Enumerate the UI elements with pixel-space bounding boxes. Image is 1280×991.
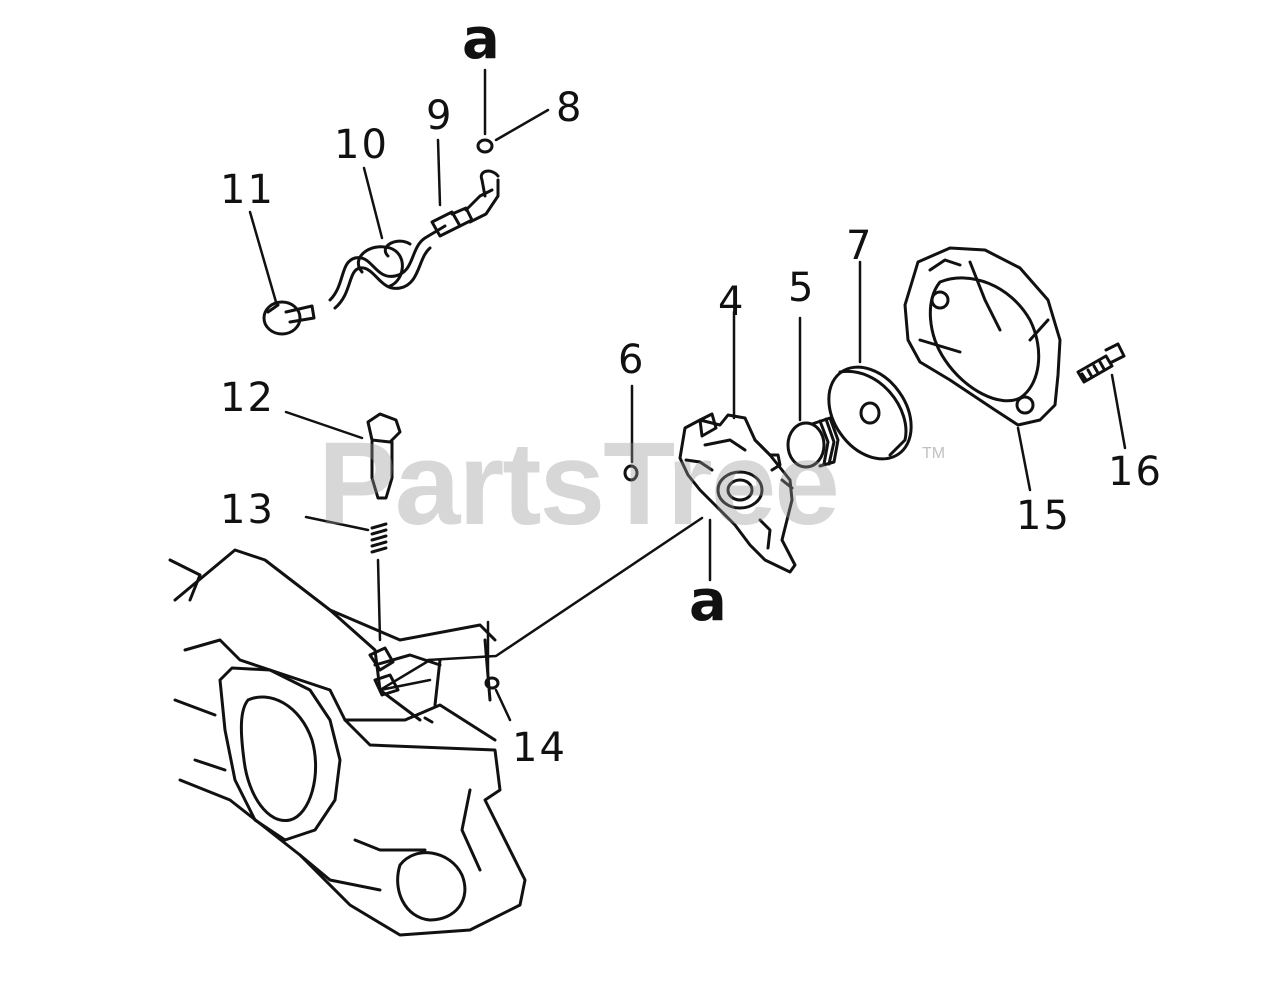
marker-a-top: a (462, 7, 500, 72)
part-10-coiled-hose (328, 224, 447, 310)
callout-14: 14 (512, 725, 567, 771)
marker-a-bottom: a (689, 569, 727, 634)
callout-9: 9 (426, 93, 454, 139)
trademark-mark: TM (922, 445, 946, 462)
callout-13: 13 (220, 487, 275, 533)
callout-5: 5 (788, 265, 816, 311)
part-9-fitting (430, 169, 500, 238)
part-13-spring (370, 522, 388, 554)
callout-4: 4 (718, 279, 746, 325)
callout-8: 8 (556, 85, 584, 131)
part-14-oring (484, 676, 500, 690)
partstree-watermark: PartsTree (318, 418, 840, 550)
leader-lines (248, 68, 1127, 722)
part-12-plunger (366, 412, 402, 500)
part-7-washer (827, 365, 913, 461)
callout-16: 16 (1108, 449, 1163, 495)
part-15-cover (903, 246, 1062, 427)
callout-6: 6 (618, 337, 646, 383)
part-11-knob (262, 300, 316, 336)
part-6-oring (623, 464, 639, 482)
part-16-bolt (1076, 342, 1126, 384)
callout-12: 12 (220, 375, 275, 421)
callout-10: 10 (334, 122, 389, 168)
crankcase-housing (168, 548, 527, 937)
part-5-worm-gear (786, 416, 840, 469)
part-8-seal (476, 138, 494, 154)
callout-11: 11 (220, 167, 275, 213)
callout-7: 7 (846, 223, 874, 269)
callout-15: 15 (1016, 493, 1071, 539)
